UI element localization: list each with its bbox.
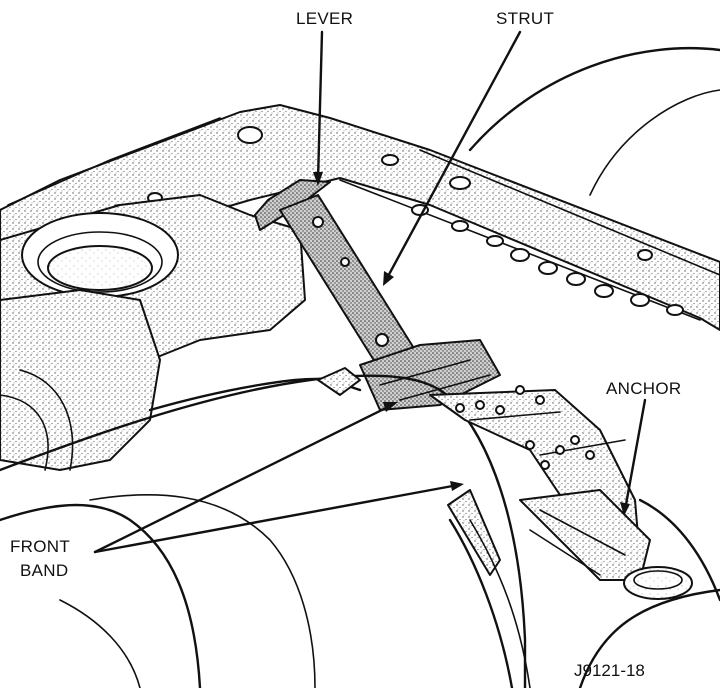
leader-lines xyxy=(93,30,647,554)
anchor-arrowhead xyxy=(620,502,630,516)
left-arm xyxy=(0,289,161,471)
lever-arrowhead xyxy=(313,172,323,186)
band-end-tab xyxy=(317,367,361,396)
strut-arrowhead xyxy=(383,271,394,286)
lever xyxy=(254,179,416,371)
strut-leader xyxy=(384,30,522,282)
anchor-label: ANCHOR xyxy=(606,379,681,398)
front-band-leader-2 xyxy=(93,483,460,554)
front-band-leader-1 xyxy=(93,403,394,554)
lever-label: LEVER xyxy=(296,9,353,28)
flange-bolt-holes xyxy=(111,126,684,316)
housing-outline xyxy=(468,46,720,152)
front-band-label-line2: BAND xyxy=(20,561,68,580)
anchor-leader xyxy=(623,398,647,512)
front-band-arrowhead-2 xyxy=(450,481,464,491)
front-band-label-line1: FRONT xyxy=(10,537,70,556)
strut-label: STRUT xyxy=(496,9,554,28)
housing-outline-inner xyxy=(589,89,720,196)
lever-leader xyxy=(316,30,324,182)
front-band-arrowhead-1 xyxy=(383,402,398,412)
case-plug xyxy=(623,566,693,600)
figure-id: J9121-18 xyxy=(574,661,645,680)
right-housing xyxy=(578,498,720,688)
